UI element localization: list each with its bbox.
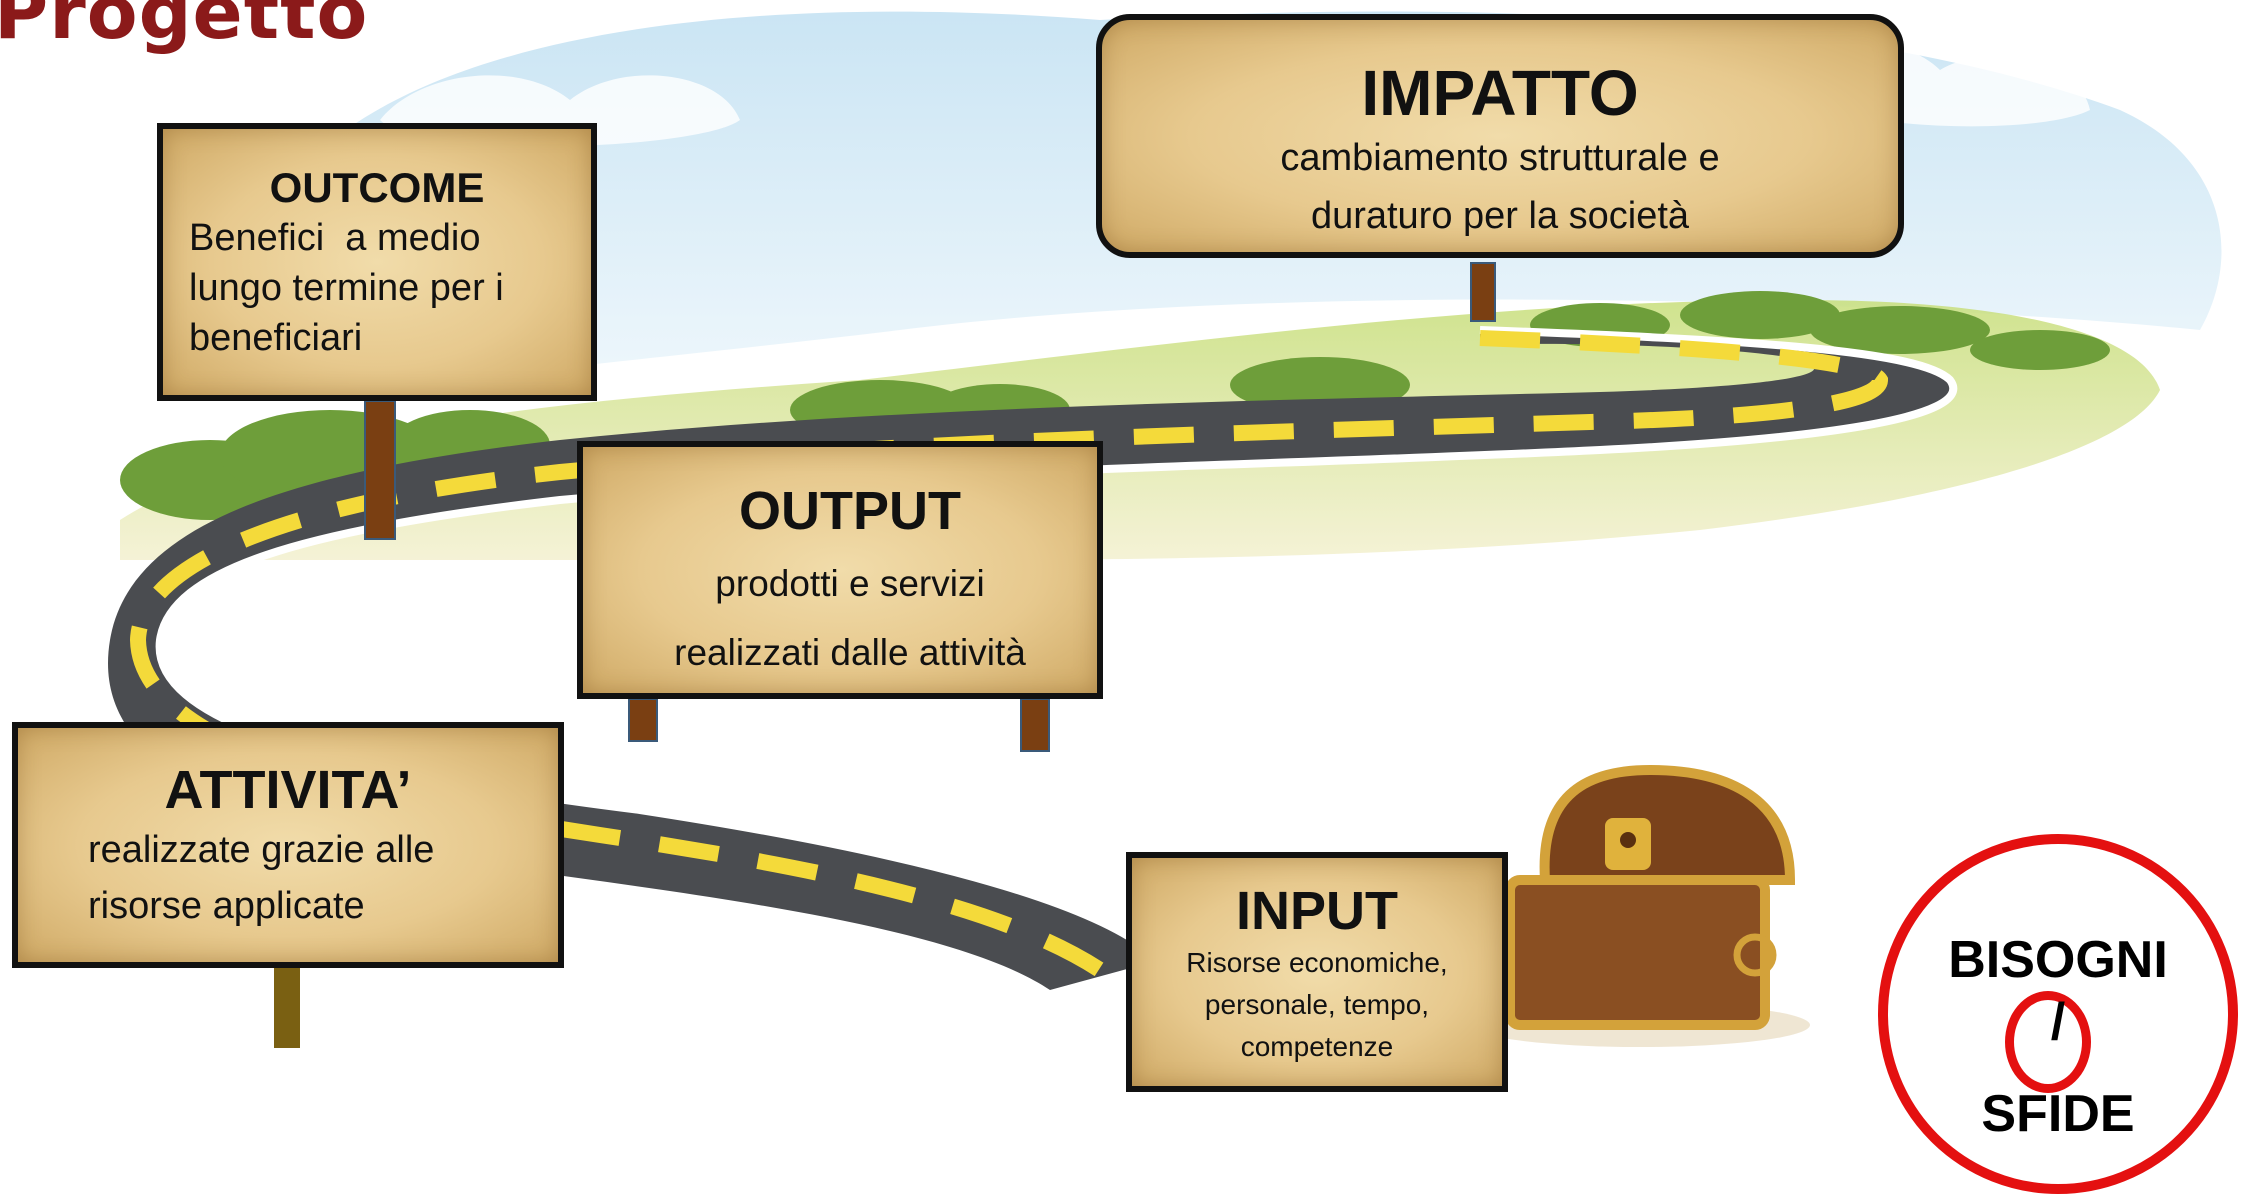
road-center-dashes (129, 330, 1889, 977)
sign-output-text-line-1: prodotti e servizi (715, 563, 985, 604)
sign-post-impatto (1470, 262, 1496, 322)
needs-separator: / (2050, 993, 2066, 1051)
treasure-chest (1470, 764, 1810, 1047)
sign-output: OUTPUT prodotti e servizi realizzati dal… (577, 441, 1103, 699)
needs-inner-ring (2005, 991, 2091, 1093)
sign-outcome-text-line-2: lungo termine per i (189, 267, 504, 309)
sign-outcome: OUTCOME Benefici a medio lungo termine p… (157, 123, 597, 401)
sign-impatto-text-line-2: duraturo per la società (1310, 195, 1690, 237)
sign-post-attivita (274, 968, 300, 1048)
needs-label: BISOGNI (1948, 931, 2168, 989)
sign-impatto-text-line-1: cambiamento strutturale e (1280, 137, 1720, 179)
challenges-label: SFIDE (1981, 1085, 2135, 1143)
sign-input: INPUT Risorse economiche, personale, tem… (1126, 852, 1508, 1092)
sign-outcome-text-line-3: beneficiari (189, 317, 363, 359)
sign-impatto-title: IMPATTO (1361, 57, 1639, 129)
page-title: Progetto (0, 0, 369, 56)
sign-output-title: OUTPUT (739, 481, 961, 541)
sign-outcome-title: OUTCOME (269, 164, 485, 211)
sign-input-text-line-2: personale, tempo, (1204, 989, 1430, 1020)
sign-post-output-right (1020, 698, 1050, 752)
sign-outcome-text-line-1: Benefici a medio (189, 217, 481, 259)
sign-post-output-left (628, 698, 658, 742)
sign-post-outcome (364, 400, 396, 540)
sign-input-title: INPUT (1236, 881, 1398, 941)
sign-impatto: IMPATTO cambiamento strutturale e duratu… (1096, 14, 1904, 258)
sign-attivita-title: ATTIVITA’ (164, 760, 412, 820)
sign-input-text-line-3: competenze (1240, 1031, 1394, 1062)
sign-attivita: ATTIVITA’ realizzate grazie alle risorse… (12, 722, 564, 968)
sign-attivita-text-line-2: risorse applicate (88, 885, 365, 927)
needs-circle: BISOGNI / SFIDE (1878, 834, 2238, 1194)
sign-attivita-text-line-1: realizzate grazie alle (88, 829, 435, 871)
sign-output-text-line-2: realizzati dalle attività (674, 632, 1026, 673)
sign-input-text-line-1: Risorse economiche, (1186, 947, 1448, 978)
